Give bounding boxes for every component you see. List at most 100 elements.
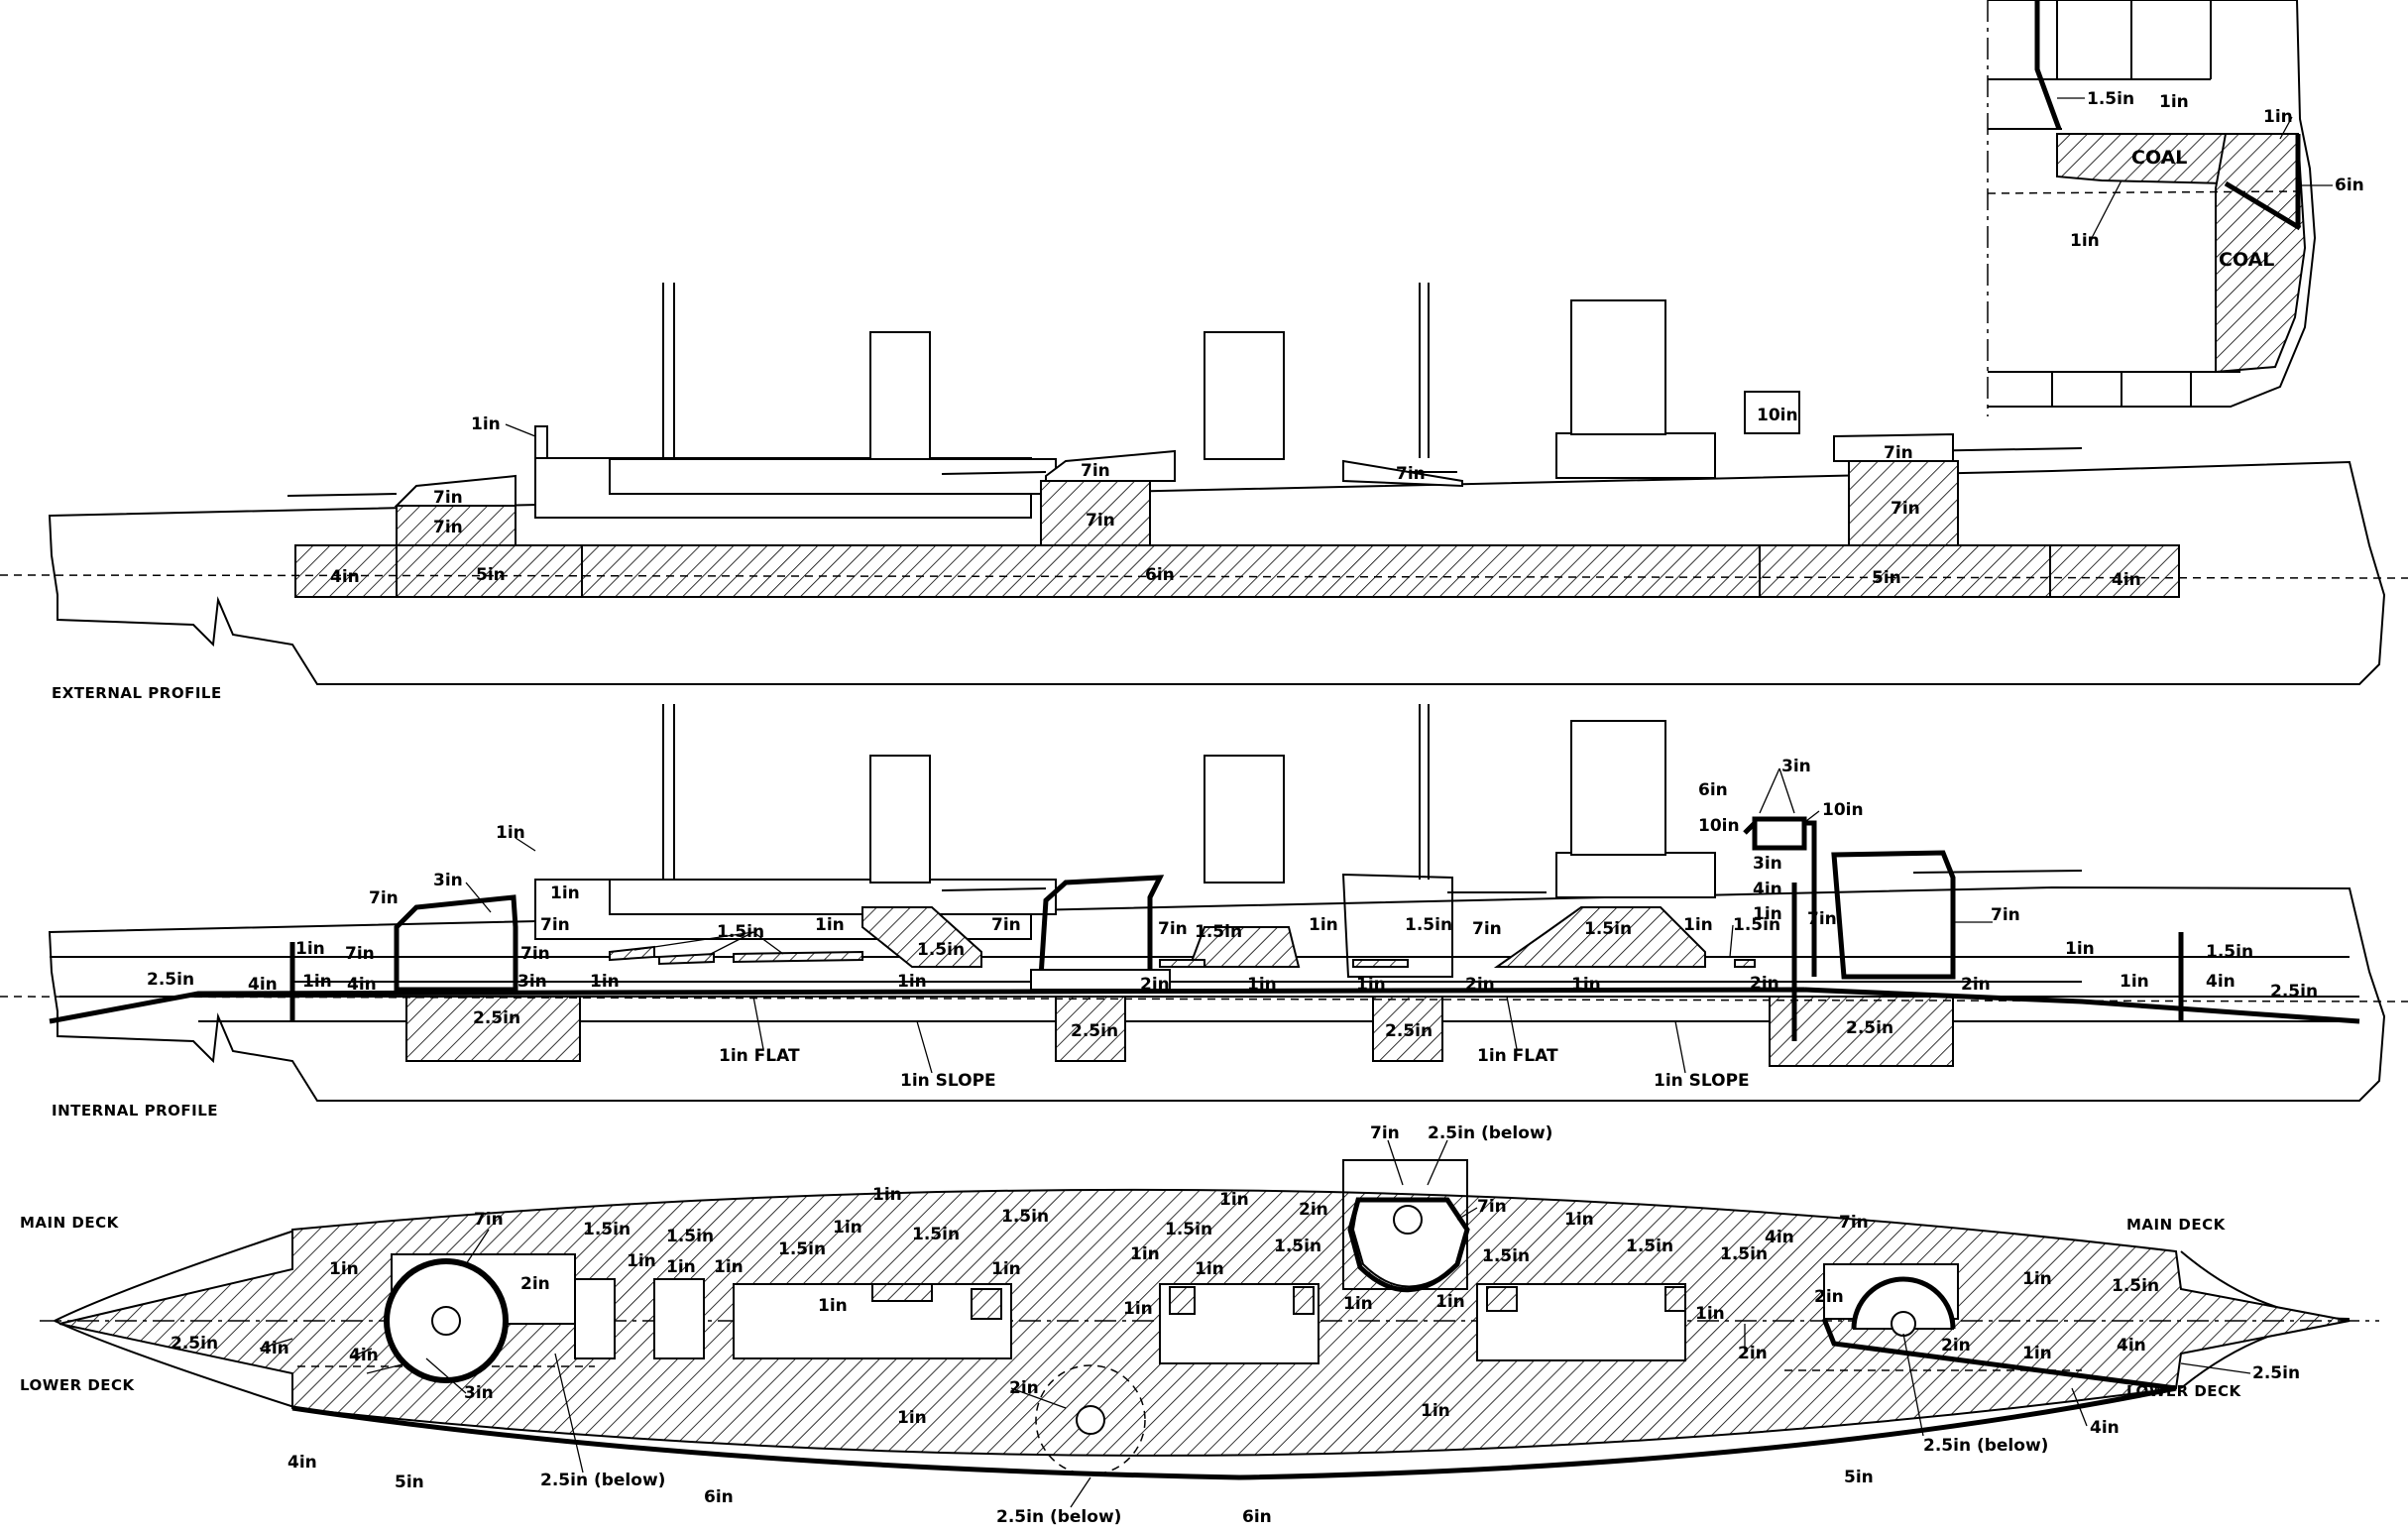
plan-label-2-5in-below-mid2: 2.5in (below) xyxy=(996,1507,1121,1527)
plan-label-4in-c: 4in xyxy=(287,1453,317,1473)
int-label-1in-h: 1in xyxy=(1309,915,1338,935)
plan-label-1-5in-k: 1.5in xyxy=(2112,1276,2159,1296)
plan-label-1in-l: 1in xyxy=(1123,1299,1153,1319)
int-label-7in-h: 7in xyxy=(1807,909,1837,929)
plan-label-2-5in-below-aft: 2.5in (below) xyxy=(1923,1436,2048,1456)
plan-label-1-5in-b: 1.5in xyxy=(666,1227,714,1246)
int-turret-fwd xyxy=(394,894,518,993)
plan-label-1in-b: 1in xyxy=(627,1251,656,1271)
int-caption: INTERNAL PROFILE xyxy=(52,1102,218,1120)
ext-label-5in-fwd: 5in xyxy=(476,565,506,585)
plan-barbette-fwd-ring xyxy=(384,1258,509,1383)
plan-label-1-5in-a: 1.5in xyxy=(583,1220,631,1239)
int-label-1-5in-f: 1.5in xyxy=(1733,915,1780,935)
plan-label-1in-f: 1in xyxy=(833,1218,862,1238)
int-label-1-5in-e: 1.5in xyxy=(1584,919,1632,939)
ext-belt-armour-main xyxy=(294,544,2180,598)
section-label-1-5in: 1.5in xyxy=(2087,89,2134,109)
section-waterline xyxy=(1987,190,2301,194)
plan-main-deck-left: MAIN DECK xyxy=(20,1214,120,1232)
midship-section-inset: COAL COAL 1.5in 1in 1in 6in 1in xyxy=(1987,0,2364,416)
section-label-1in-top: 1in xyxy=(2159,92,2189,112)
int-label-7in-f: 7in xyxy=(1158,919,1188,939)
int-label-4in-a: 4in xyxy=(248,975,278,995)
int-barbette-base-fwd xyxy=(405,996,581,1062)
external-profile-view: 4in 5in 6in 5in 4in 7in 7in 7in 7in 7in … xyxy=(0,283,2408,702)
int-label-4in-b: 4in xyxy=(347,975,377,995)
plan-label-1-5in-j: 1.5in xyxy=(1720,1244,1768,1264)
int-funnel-3 xyxy=(1570,720,1666,856)
plan-aft-belt xyxy=(1821,1318,2177,1391)
plan-label-1in-p: 1in xyxy=(1695,1304,1725,1324)
plan-label-4in-d: 4in xyxy=(1765,1228,1794,1247)
plan-label-1in-q: 1in xyxy=(2022,1269,2052,1289)
ext-label-7in-turret-fwd: 7in xyxy=(433,488,463,508)
plan-label-1in-c: 1in xyxy=(666,1257,696,1277)
plan-label-1in-k: 1in xyxy=(1195,1259,1224,1279)
plan-label-1-5in-f: 1.5in xyxy=(1165,1220,1212,1239)
plan-label-2in-e: 2in xyxy=(1941,1336,1971,1356)
plan-barbette-fwd-core xyxy=(431,1306,461,1336)
ext-label-10in: 10in xyxy=(1757,406,1798,425)
int-label-flat-fwd: 1in FLAT xyxy=(719,1046,800,1066)
int-label-2in-b: 2in xyxy=(1465,975,1495,995)
ext-label-4in-aft: 4in xyxy=(2112,570,2141,590)
int-armoured-decks-mid xyxy=(1188,926,1301,968)
plan-label-2-5in-below-mid: 2.5in (below) xyxy=(1428,1123,1552,1143)
int-label-7in-c: 7in xyxy=(345,944,375,964)
plan-lower-deck-left: LOWER DECK xyxy=(20,1376,136,1394)
int-label-1-5in-g: 1.5in xyxy=(2206,942,2253,962)
plan-barbette-mid2-core xyxy=(1076,1405,1105,1435)
plan-label-1in-o: 1in xyxy=(1435,1292,1465,1312)
plan-label-6in-b: 6in xyxy=(1242,1507,1272,1527)
int-midship-superstructure xyxy=(609,879,1057,915)
plan-label-1-5in-e: 1.5in xyxy=(1001,1207,1049,1227)
plan-label-2-5in-below-fwd: 2.5in (below) xyxy=(540,1471,665,1490)
int-funnel-2 xyxy=(1204,755,1285,884)
plan-label-1in-n: 1in xyxy=(1564,1210,1594,1230)
int-label-slope-fwd: 1in SLOPE xyxy=(900,1071,996,1091)
int-funnel-1 xyxy=(869,755,931,884)
ext-leader-1in xyxy=(505,423,536,437)
plan-label-2in-a: 2in xyxy=(520,1274,550,1294)
ext-turret-mid2 xyxy=(1342,459,1463,488)
section-label-6in: 6in xyxy=(2335,176,2364,195)
plan-lower-deck-outline xyxy=(297,1365,2082,1371)
int-gun-barrels xyxy=(941,870,2083,893)
int-label-2-5in-barbette-fwd: 2.5in xyxy=(473,1008,520,1028)
plan-label-1in-r: 1in xyxy=(2022,1344,2052,1363)
int-label-1in-m: 1in xyxy=(1753,904,1782,924)
int-mast-fore xyxy=(662,704,675,880)
plan-label-1in-j: 1in xyxy=(1219,1190,1249,1210)
ext-label-5in-aft: 5in xyxy=(1872,568,1901,588)
ext-caption: EXTERNAL PROFILE xyxy=(52,684,222,702)
ext-label-7in-barbette-mid1: 7in xyxy=(1086,511,1115,531)
plan-barbette-aft-core xyxy=(1891,1311,1916,1337)
ext-label-7in-barbette-fwd: 7in xyxy=(433,518,463,537)
ext-gun-barrels xyxy=(287,447,2083,497)
plan-belt-thick-edge xyxy=(291,1385,2177,1480)
section-coal-lower-label: COAL xyxy=(2219,249,2274,271)
section-label-1in-right: 1in xyxy=(2263,107,2293,127)
int-label-10in-b: 10in xyxy=(1822,800,1864,820)
int-label-3in-b: 3in xyxy=(517,972,547,992)
plan-label-1in-d: 1in xyxy=(714,1257,744,1277)
int-label-1-5in-d: 1.5in xyxy=(1405,915,1452,935)
int-label-flat-aft: 1in FLAT xyxy=(1477,1046,1558,1066)
int-label-2in-a: 2in xyxy=(1140,975,1170,995)
int-label-7in-e: 7in xyxy=(991,915,1021,935)
int-label-7in-i: 7in xyxy=(1991,905,2020,925)
int-label-1-5in-c: 1.5in xyxy=(1195,922,1242,942)
int-label-2in-c: 2in xyxy=(1750,974,1779,994)
plan-label-4in-f: 4in xyxy=(2090,1418,2120,1438)
int-label-6in: 6in xyxy=(1698,780,1728,800)
int-label-1-5in-a: 1.5in xyxy=(717,922,764,942)
int-label-1in-e: 1in xyxy=(590,972,620,992)
plan-label-1-5in-g: 1.5in xyxy=(1274,1237,1321,1256)
int-leader-lines xyxy=(465,767,1993,1074)
int-label-3in-fwd: 3in xyxy=(433,871,463,890)
int-label-3in-tower: 3in xyxy=(1753,854,1782,874)
int-barbette-base-aft xyxy=(1769,996,1954,1067)
plan-hull-outline-thin xyxy=(54,1229,2351,1409)
int-label-slope-aft: 1in SLOPE xyxy=(1654,1071,1750,1091)
